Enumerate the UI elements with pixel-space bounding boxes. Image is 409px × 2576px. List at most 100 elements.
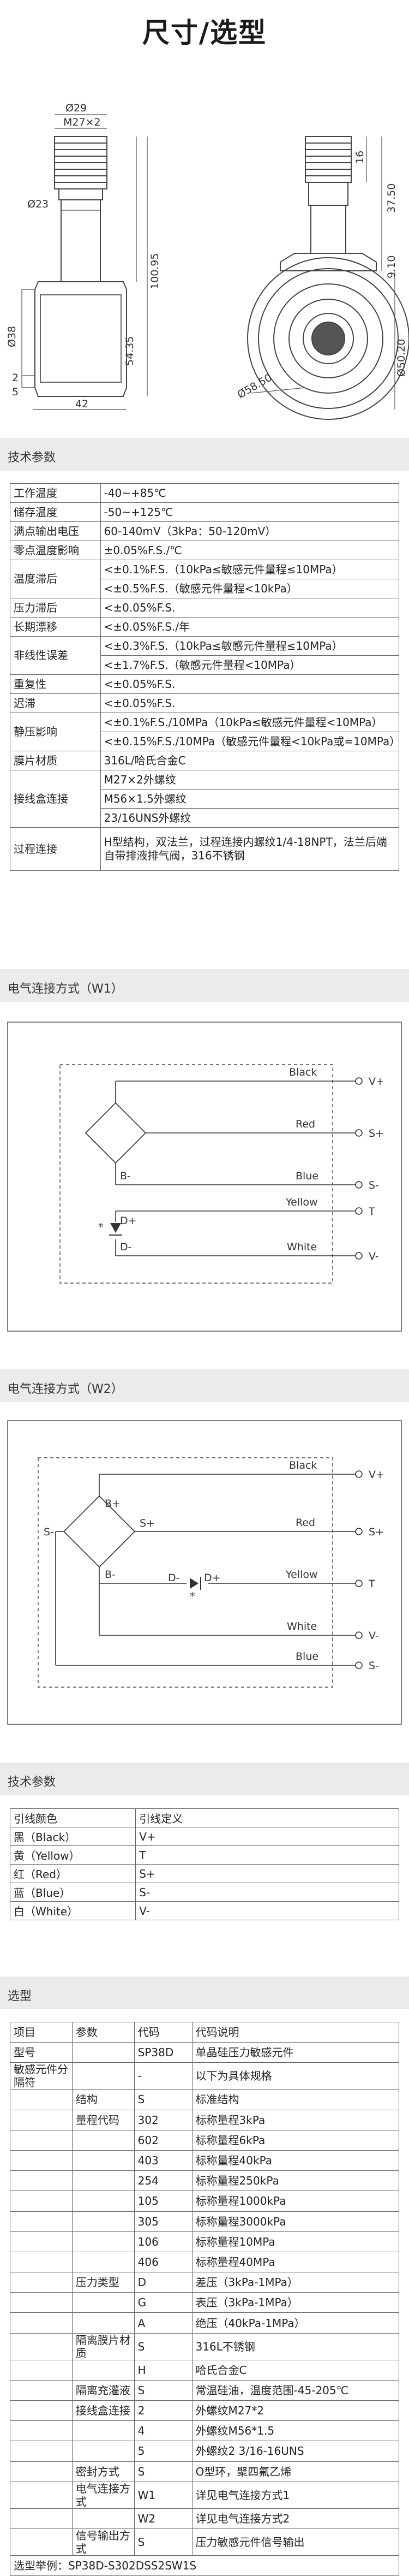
w1-node-star: * — [98, 1221, 104, 1233]
sel-desc: 外螺纹M56*1.5 — [191, 2420, 400, 2442]
w2-wire-black: Black — [289, 1459, 317, 1471]
sel-item: 敏感元件分隔符 — [10, 2062, 73, 2090]
spec-row: 重复性<±0.05%F.S. — [10, 674, 400, 694]
sel-desc: 标称量程1000kPa — [191, 2191, 400, 2212]
w2-node-s-minus: S- — [44, 1526, 54, 1538]
spec-row: 工作温度-40~+85℃ — [10, 483, 400, 503]
sel-desc: 单晶硅压力敏感元件 — [191, 2042, 400, 2063]
spec-value: <±0.05%F.S. — [100, 674, 400, 694]
sel-desc: 详见电气连接方式2 — [191, 2508, 400, 2529]
sel-code: 4 — [134, 2420, 193, 2442]
pin-color: 蓝（Blue） — [9, 1883, 136, 1902]
selection-example: 选型举例：SP38D-S302DSS2SW1S — [10, 2555, 399, 2576]
sel-param: 电气连接方式 — [71, 2481, 135, 2509]
sel-param — [71, 2441, 135, 2462]
selection-example-row: 选型举例：SP38D-S302DSS2SW1S — [10, 2555, 399, 2576]
sel-param: 结构 — [71, 2089, 135, 2110]
w1-wire-black: Black — [289, 1066, 317, 1078]
spec-key: 接线盒连接 — [10, 770, 101, 828]
spec-value: <±0.1%F.S.（10kPa≤敏感元件量程≤10MPa） — [100, 560, 400, 579]
spec-value: <±0.5%F.S.（敏感元件量程<10kPa） — [100, 579, 400, 598]
w1-node-b-minus: B- — [120, 1170, 131, 1182]
dim-5: 5 — [12, 386, 19, 398]
sel-desc: 标称量程6kPa — [191, 2129, 400, 2151]
spec-value: M27×2外螺纹 — [100, 770, 400, 790]
sel-code: S — [134, 2528, 193, 2556]
spec-row: 迟滞<±0.05%F.S. — [10, 693, 400, 713]
sel-item — [10, 2191, 73, 2212]
dim-54-35: 54.35 — [124, 336, 136, 366]
dim-16: 16 — [354, 151, 366, 164]
sel-item — [10, 2528, 73, 2556]
pin-definition: V- — [135, 1901, 399, 1920]
w1-node-d-plus: D+ — [120, 1215, 137, 1227]
sel-code: 403 — [134, 2150, 193, 2171]
sel-param: 参数 — [71, 2021, 135, 2043]
sel-param — [71, 2359, 135, 2381]
sel-desc: 标称量程250kPa — [191, 2170, 400, 2192]
w1-terminal-sminus: S- — [369, 1179, 379, 1191]
sel-param — [71, 2251, 135, 2273]
pin-definition: S+ — [135, 1864, 399, 1883]
sel-param — [71, 2231, 135, 2252]
spec-value: 60-140mV（3kPa：50-120mV） — [100, 521, 400, 541]
sel-code: S — [134, 2379, 193, 2401]
sel-desc: 316L不锈钢 — [191, 2332, 400, 2360]
pin-color: 白（White） — [9, 1901, 136, 1920]
sel-code: H — [134, 2359, 193, 2381]
sel-desc: 绝压（40kPa-1MPa） — [191, 2312, 400, 2334]
dim-d38: Ø38 — [6, 326, 18, 347]
sel-param: 接线盒连接 — [71, 2400, 135, 2421]
spec-key: 长期漂移 — [10, 617, 101, 637]
sel-desc: 外螺纹2 3/16-16UNS — [191, 2441, 400, 2462]
selection-title: 选型 — [8, 1990, 32, 2003]
spec-value: <±0.1%F.S./10MPa（10kPa≤敏感元件量程<10MPa） — [100, 713, 400, 732]
w1-terminal-t: T — [368, 1206, 375, 1218]
spec-row: 零点温度影响±0.05%F.S./℃ — [10, 541, 400, 560]
sel-param: 信号输出方式 — [71, 2528, 135, 2556]
w2-header: 电气连接方式（W2） — [0, 1369, 409, 1402]
w2-node-b-plus: B+ — [105, 1498, 121, 1510]
spec-row: 长期漂移<±0.05%F.S./年 — [10, 617, 400, 637]
dim-37-50: 37.50 — [386, 183, 398, 213]
spec-key: 压力滞后 — [10, 598, 101, 618]
dim-2: 2 — [12, 372, 19, 384]
spec-key: 膜片材质 — [10, 751, 101, 770]
spec-value: -50~+125℃ — [100, 502, 400, 522]
dim-d23: Ø23 — [27, 198, 49, 210]
dim-d29: Ø29 — [65, 102, 87, 114]
dim-100-95: 100.95 — [149, 253, 161, 289]
sel-item — [10, 2332, 73, 2360]
spec-value: ±0.05%F.S./℃ — [100, 541, 400, 560]
pin-row: 红（Red）S+ — [9, 1864, 399, 1883]
pin-row: 白（White）V- — [9, 1901, 399, 1920]
sel-item — [10, 2420, 73, 2442]
w1-header: 电气连接方式（W1） — [0, 969, 409, 1002]
sel-code: S — [134, 2332, 193, 2360]
sel-param — [71, 2170, 135, 2192]
w2-diagram: Black Red Yellow White Blue V+ S+ T V- S… — [7, 1420, 402, 1725]
sel-code: 106 — [134, 2231, 193, 2252]
w2-wire-white: White — [287, 1621, 317, 1633]
sel-code: 5 — [134, 2441, 193, 2462]
sel-item — [10, 2400, 73, 2421]
sel-param: 密封方式 — [71, 2461, 135, 2482]
w2-terminal-vplus: V+ — [369, 1469, 384, 1481]
sel-desc: 压力敏感元件信号输出 — [191, 2528, 400, 2556]
spec-row: M56×1.5外螺纹 — [10, 789, 400, 809]
